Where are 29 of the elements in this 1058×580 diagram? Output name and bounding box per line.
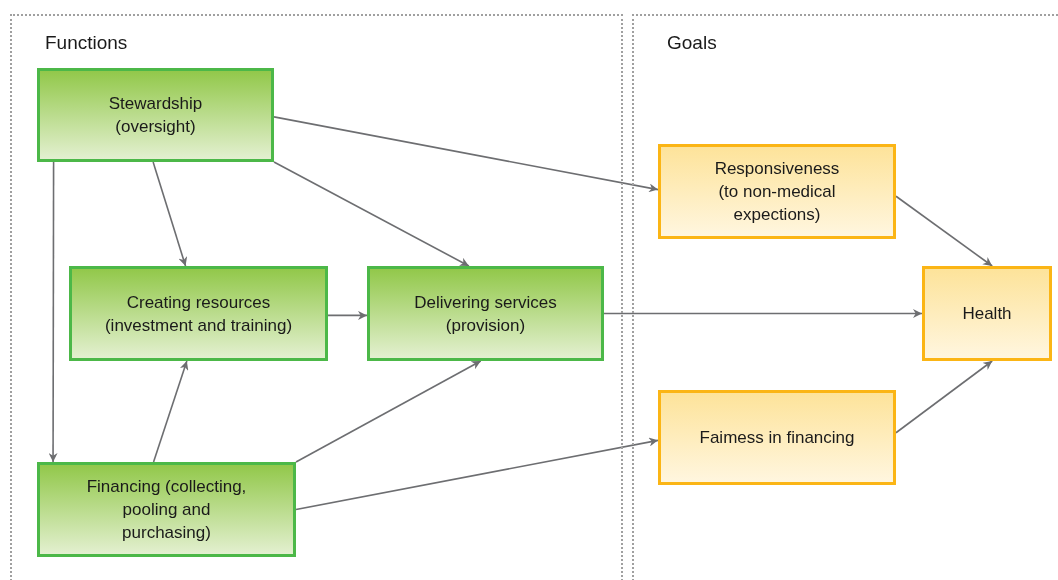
box-label: Responsiveness (to non-medical expections) [713,158,841,226]
arrow [48,161,58,463]
box-label: Health [962,303,1012,325]
arrow [295,437,659,511]
dotted-panel [10,14,623,580]
panel-heading: Functions [45,32,128,54]
box-label: Financing (collecting, pooling and purchasing) [85,476,248,544]
arrow [895,360,993,434]
arrow [295,360,482,463]
arrow [327,310,368,320]
goal-box [922,266,1052,361]
function-box [37,462,296,557]
goal-box [658,390,896,485]
arrow [895,195,993,267]
arrow [152,161,188,267]
box-label: Faimess in financing [699,427,855,449]
function-box [37,68,274,162]
arrow [152,360,189,463]
box-label: Delivering services (provision) [413,291,558,337]
arrow [273,161,470,267]
goal-box [658,144,896,239]
dotted-panel [632,14,1058,580]
arrow [273,116,659,193]
box-label: Creating resources (investment and training) [103,291,294,337]
arrow [603,309,923,318]
box-label: Stewardship (oversight) [107,93,204,138]
panel-heading: Goals [667,32,717,54]
function-box [69,266,328,361]
function-box [367,266,604,361]
